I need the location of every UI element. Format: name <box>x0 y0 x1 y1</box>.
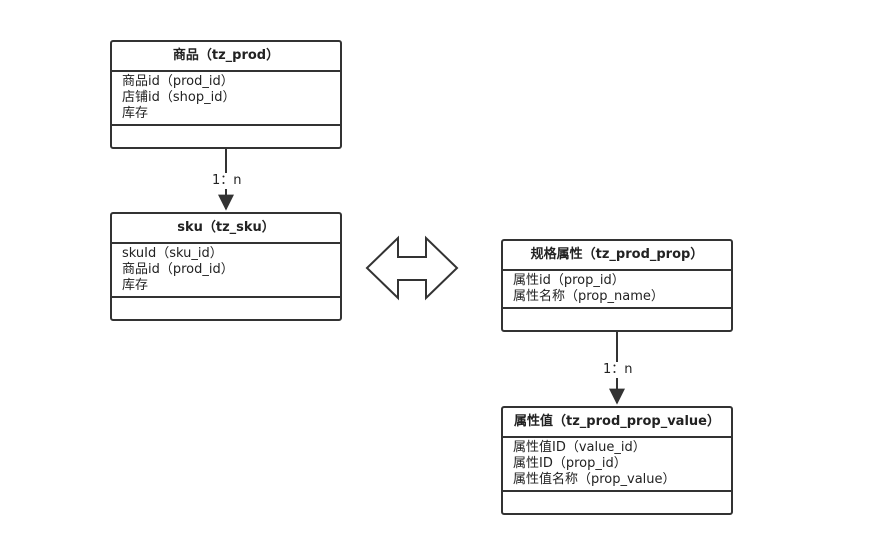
entity-title: 属性值（tz_prod_prop_value） <box>503 408 731 438</box>
attribute-list: 属性id（prop_id） 属性名称（prop_name） <box>503 271 731 309</box>
attribute: 属性ID（prop_id） <box>513 456 627 471</box>
entity-title: 规格属性（tz_prod_prop） <box>503 241 731 271</box>
prop-value-cardinality-label: 1：n <box>601 362 635 378</box>
entity-sku[interactable]: sku（tz_sku） skuId（sku_id） 商品id（prod_id） … <box>110 212 342 321</box>
attribute: 商品id（prod_id） <box>122 74 234 89</box>
attribute: 属性值ID（value_id） <box>513 440 646 455</box>
attribute: 属性名称（prop_name） <box>513 289 664 304</box>
attribute-list: 商品id（prod_id） 店铺id（shop_id） 库存 <box>112 72 340 126</box>
entity-prod-prop-value[interactable]: 属性值（tz_prod_prop_value） 属性值ID（value_id） … <box>501 406 733 515</box>
attribute: 属性id（prop_id） <box>513 273 625 288</box>
entity-title: sku（tz_sku） <box>112 214 340 244</box>
attribute-list: skuId（sku_id） 商品id（prod_id） 库存 <box>112 244 340 298</box>
attribute-list: 属性值ID（value_id） 属性ID（prop_id） 属性值名称（prop… <box>503 438 731 492</box>
entity-title: 商品（tz_prod） <box>112 42 340 72</box>
bidirectional-arrow-icon <box>365 235 459 301</box>
attribute: 商品id（prod_id） <box>122 262 234 277</box>
entity-prod[interactable]: 商品（tz_prod） 商品id（prod_id） 店铺id（shop_id） … <box>110 40 342 149</box>
attribute: 属性值名称（prop_value） <box>513 472 676 487</box>
attribute: 库存 <box>122 106 149 121</box>
attribute: 店铺id（shop_id） <box>122 90 236 105</box>
entity-prod-prop[interactable]: 规格属性（tz_prod_prop） 属性id（prop_id） 属性名称（pr… <box>501 239 733 332</box>
attribute: skuId（sku_id） <box>122 246 223 261</box>
prod-sku-cardinality-label: 1：n <box>210 173 244 189</box>
attribute: 库存 <box>122 278 149 293</box>
